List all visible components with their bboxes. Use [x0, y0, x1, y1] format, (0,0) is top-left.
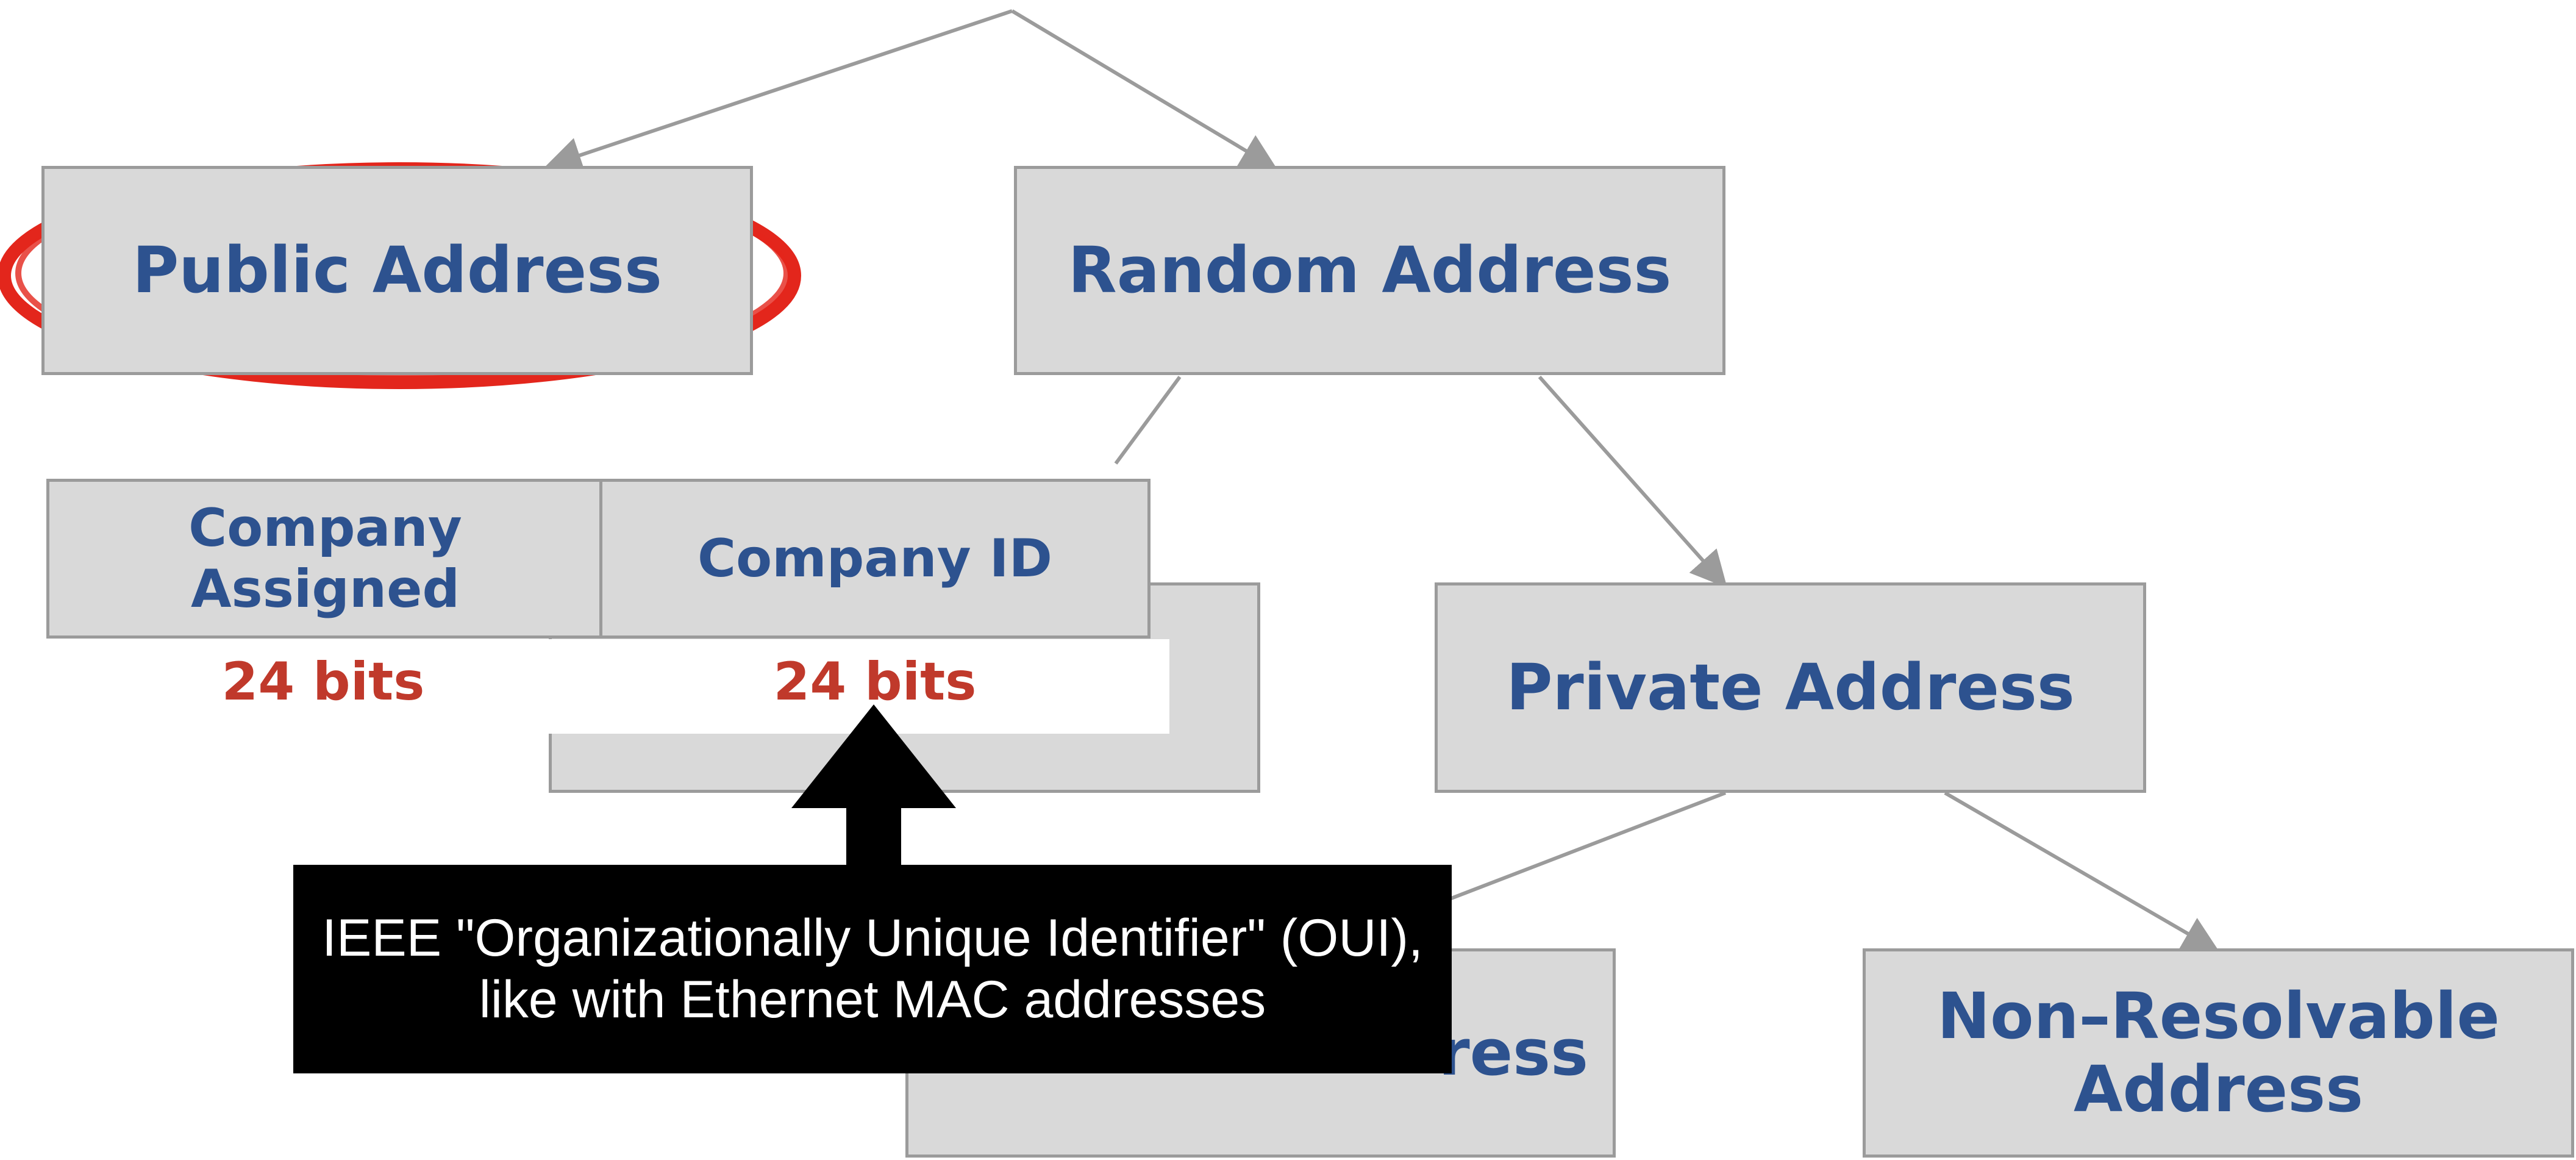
- random-address-node: Random Address: [1014, 166, 1725, 375]
- callout-line-1: IEEE "Organizationally Unique Identifier…: [322, 908, 1423, 967]
- connector-random-to-static: [1114, 376, 1182, 465]
- callout-line-2: like with Ethernet MAC addresses: [479, 970, 1266, 1029]
- non-resolvable-address-label: Non–Resolvable Address: [1937, 978, 2500, 1126]
- connector-random-to-private: [1538, 376, 1727, 588]
- random-address-label: Random Address: [1068, 232, 1672, 307]
- connector-private-to-resolvable: [1407, 791, 1727, 917]
- connector-to-public: [544, 9, 1013, 173]
- company-id-bits: 24 bits: [773, 651, 977, 712]
- connector-private-to-nonresolvable: [1944, 791, 2220, 953]
- callout-arrow-shaft: [846, 796, 901, 869]
- private-address-label: Private Address: [1506, 650, 2075, 725]
- oui-callout: IEEE "Organizationally Unique Identifier…: [293, 865, 1452, 1073]
- company-assigned-field: Company Assigned: [46, 479, 604, 639]
- callout-arrow-head: [791, 704, 956, 808]
- non-resolvable-address-node: Non–Resolvable Address: [1863, 948, 2574, 1158]
- public-address-node: Public Address: [41, 166, 753, 375]
- connector-to-random: [1011, 9, 1278, 170]
- private-address-node: Private Address: [1435, 582, 2146, 793]
- company-assigned-label: Company Assigned: [188, 498, 462, 620]
- resolvable-address-label: ress: [1438, 1015, 1588, 1090]
- company-id-field: Company ID: [599, 479, 1151, 639]
- company-assigned-bits: 24 bits: [221, 651, 425, 712]
- public-address-label: Public Address: [132, 232, 662, 307]
- company-id-label: Company ID: [697, 528, 1052, 589]
